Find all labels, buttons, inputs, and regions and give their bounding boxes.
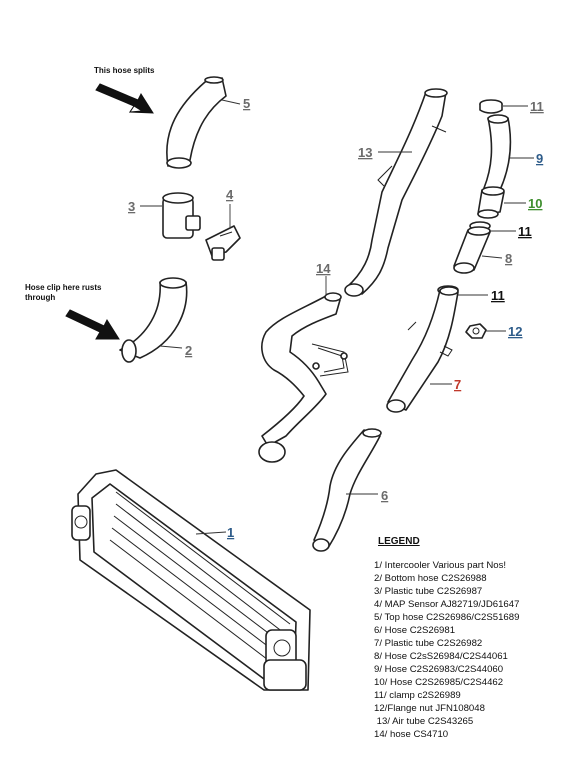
legend-title: LEGEND: [378, 536, 420, 547]
label-part-12: 12: [508, 324, 522, 339]
label-part-13: 13: [358, 145, 372, 160]
legend-item-11: 11/ clamp c2S26989: [374, 690, 461, 701]
callout-hose-clip-line2: through: [25, 293, 55, 302]
part-8-hose: [453, 226, 491, 274]
label-part-14: 14: [316, 261, 331, 276]
legend-item-4: 4/ MAP Sensor AJ82719/JD61647: [374, 599, 520, 610]
part-3-plastic-tube: [162, 192, 201, 239]
legend-item-6: 6/ Hose C2S26981: [374, 625, 456, 636]
legend-item-14: 14/ hose CS4710: [374, 729, 449, 740]
legend: LEGEND 1/ Intercooler Various part Nos! …: [374, 536, 584, 741]
label-part-7: 7: [454, 377, 461, 392]
part-6-hose: [312, 428, 382, 552]
label-part-3: 3: [128, 199, 135, 214]
part-10-hose: [477, 186, 505, 219]
legend-item-12: 12/Flange nut JFN108048: [374, 703, 485, 714]
part-11-clamp-top: [479, 99, 503, 114]
label-part-1: 1: [227, 525, 234, 540]
legend-item-9: 9/ Hose C2S26983/C2S44060: [374, 664, 504, 675]
arrow-icon-hose-clip: [65, 309, 120, 340]
callout-hose-clip-line1: Hose clip here rusts: [25, 283, 102, 292]
callout-hose-splits: This hose splits: [94, 66, 155, 75]
part-12-flange-nut: [465, 323, 487, 339]
part-7-plastic-tube: [386, 286, 459, 413]
label-part-11-middle: 11: [518, 224, 532, 239]
arrow-icon-hose-splits: [95, 83, 154, 114]
legend-item-13: 13/ Air tube C2S43265: [374, 716, 474, 727]
label-part-4: 4: [226, 187, 234, 202]
part-4-map-sensor: [205, 225, 241, 261]
part-1-intercooler: [71, 469, 311, 691]
legend-list: 1/ Intercooler Various part Nos! 2/ Bott…: [374, 559, 584, 741]
part-14-hose: [258, 292, 349, 463]
part-9-hose: [483, 114, 512, 191]
label-part-11-top: 11: [530, 99, 544, 114]
label-part-6: 6: [381, 488, 388, 503]
legend-item-5: 5/ Top hose C2S26986/C2S51689: [374, 612, 520, 623]
label-part-8: 8: [505, 251, 512, 266]
part-5-top-hose: [166, 76, 227, 169]
label-part-5: 5: [243, 96, 250, 111]
legend-item-1: 1/ Intercooler Various part Nos!: [374, 560, 507, 571]
legend-item-7: 7/ Plastic tube C2S26982: [374, 638, 483, 649]
legend-item-2: 2/ Bottom hose C2S26988: [374, 573, 487, 584]
legend-item-3: 3/ Plastic tube C2S26987: [374, 586, 483, 597]
legend-item-8: 8/ Hose C2sS26984/C2S44061: [374, 651, 508, 662]
part-2-bottom-hose: [119, 277, 188, 363]
part-13-air-tube: [344, 88, 448, 297]
label-part-11-lower: 11: [491, 288, 505, 303]
label-part-10: 10: [528, 196, 542, 211]
legend-item-10: 10/ Hose C2S26985/C2S4462: [374, 677, 504, 688]
label-part-9: 9: [536, 151, 543, 166]
label-part-2: 2: [185, 343, 192, 358]
